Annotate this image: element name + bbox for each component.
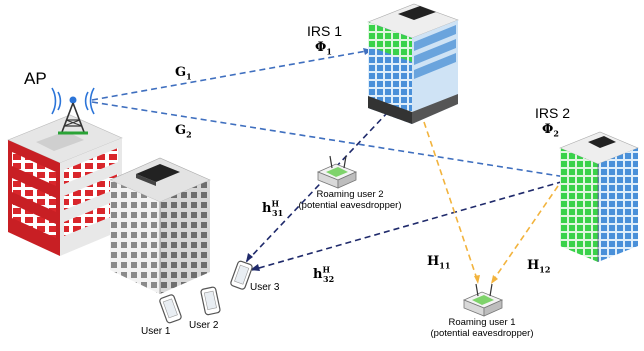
irs2-building — [559, 131, 639, 262]
smartphone-icon — [200, 286, 221, 316]
links — [91, 49, 583, 283]
router-eavesdropper-icon — [316, 155, 358, 189]
ap-building — [7, 114, 123, 256]
gray-building — [109, 157, 211, 294]
link-g1 — [91, 49, 373, 101]
irs1-label: IRS 1 — [307, 23, 343, 39]
irs2-phase-label: Φ2 — [542, 122, 559, 139]
irs1-building — [367, 3, 459, 124]
link-h31 — [245, 111, 389, 263]
g2-label: G2 — [175, 123, 192, 140]
user-3-label: User 3 — [250, 282, 280, 293]
tower-antenna-icon — [51, 87, 95, 135]
irs2-label: IRS 2 — [535, 105, 571, 121]
user-2-label: User 2 — [189, 320, 219, 331]
link-g2 — [91, 101, 573, 179]
h31-label: hH31 — [262, 198, 284, 218]
router-eavesdropper-icon — [462, 283, 504, 317]
H11-label: H11 — [427, 254, 451, 271]
user-1-label: User 1 — [141, 326, 171, 337]
ap-label: AP — [24, 69, 47, 88]
H12-label: H12 — [527, 258, 551, 275]
smartphone-icon — [159, 294, 182, 324]
irs1-phase-label: Φ1 — [315, 40, 332, 57]
link-h32 — [251, 175, 583, 271]
roaming-user-2-label: Roaming user 2 (potential eavesdropper) — [298, 189, 402, 211]
h32-label: hH32 — [313, 264, 335, 284]
link-H11 — [423, 121, 479, 283]
smartphone-icon — [230, 260, 253, 290]
roaming-user-1-label: Roaming user 1 (potential eavesdropper) — [430, 317, 534, 339]
g1-label: G1 — [175, 65, 192, 82]
